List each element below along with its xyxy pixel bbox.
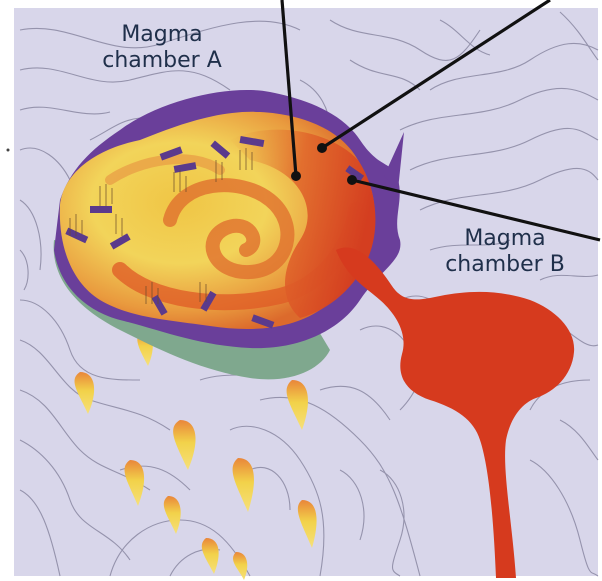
- speck: [7, 149, 10, 152]
- label-magma-chamber-b: Magma chamber B: [420, 226, 590, 278]
- label-b-line2: chamber B: [420, 252, 590, 278]
- label-a-line1: Magma: [72, 22, 252, 48]
- label-b-line1: Magma: [420, 226, 590, 252]
- label-a-line2: chamber A: [72, 48, 252, 74]
- label-magma-chamber-a: Magma chamber A: [72, 22, 252, 74]
